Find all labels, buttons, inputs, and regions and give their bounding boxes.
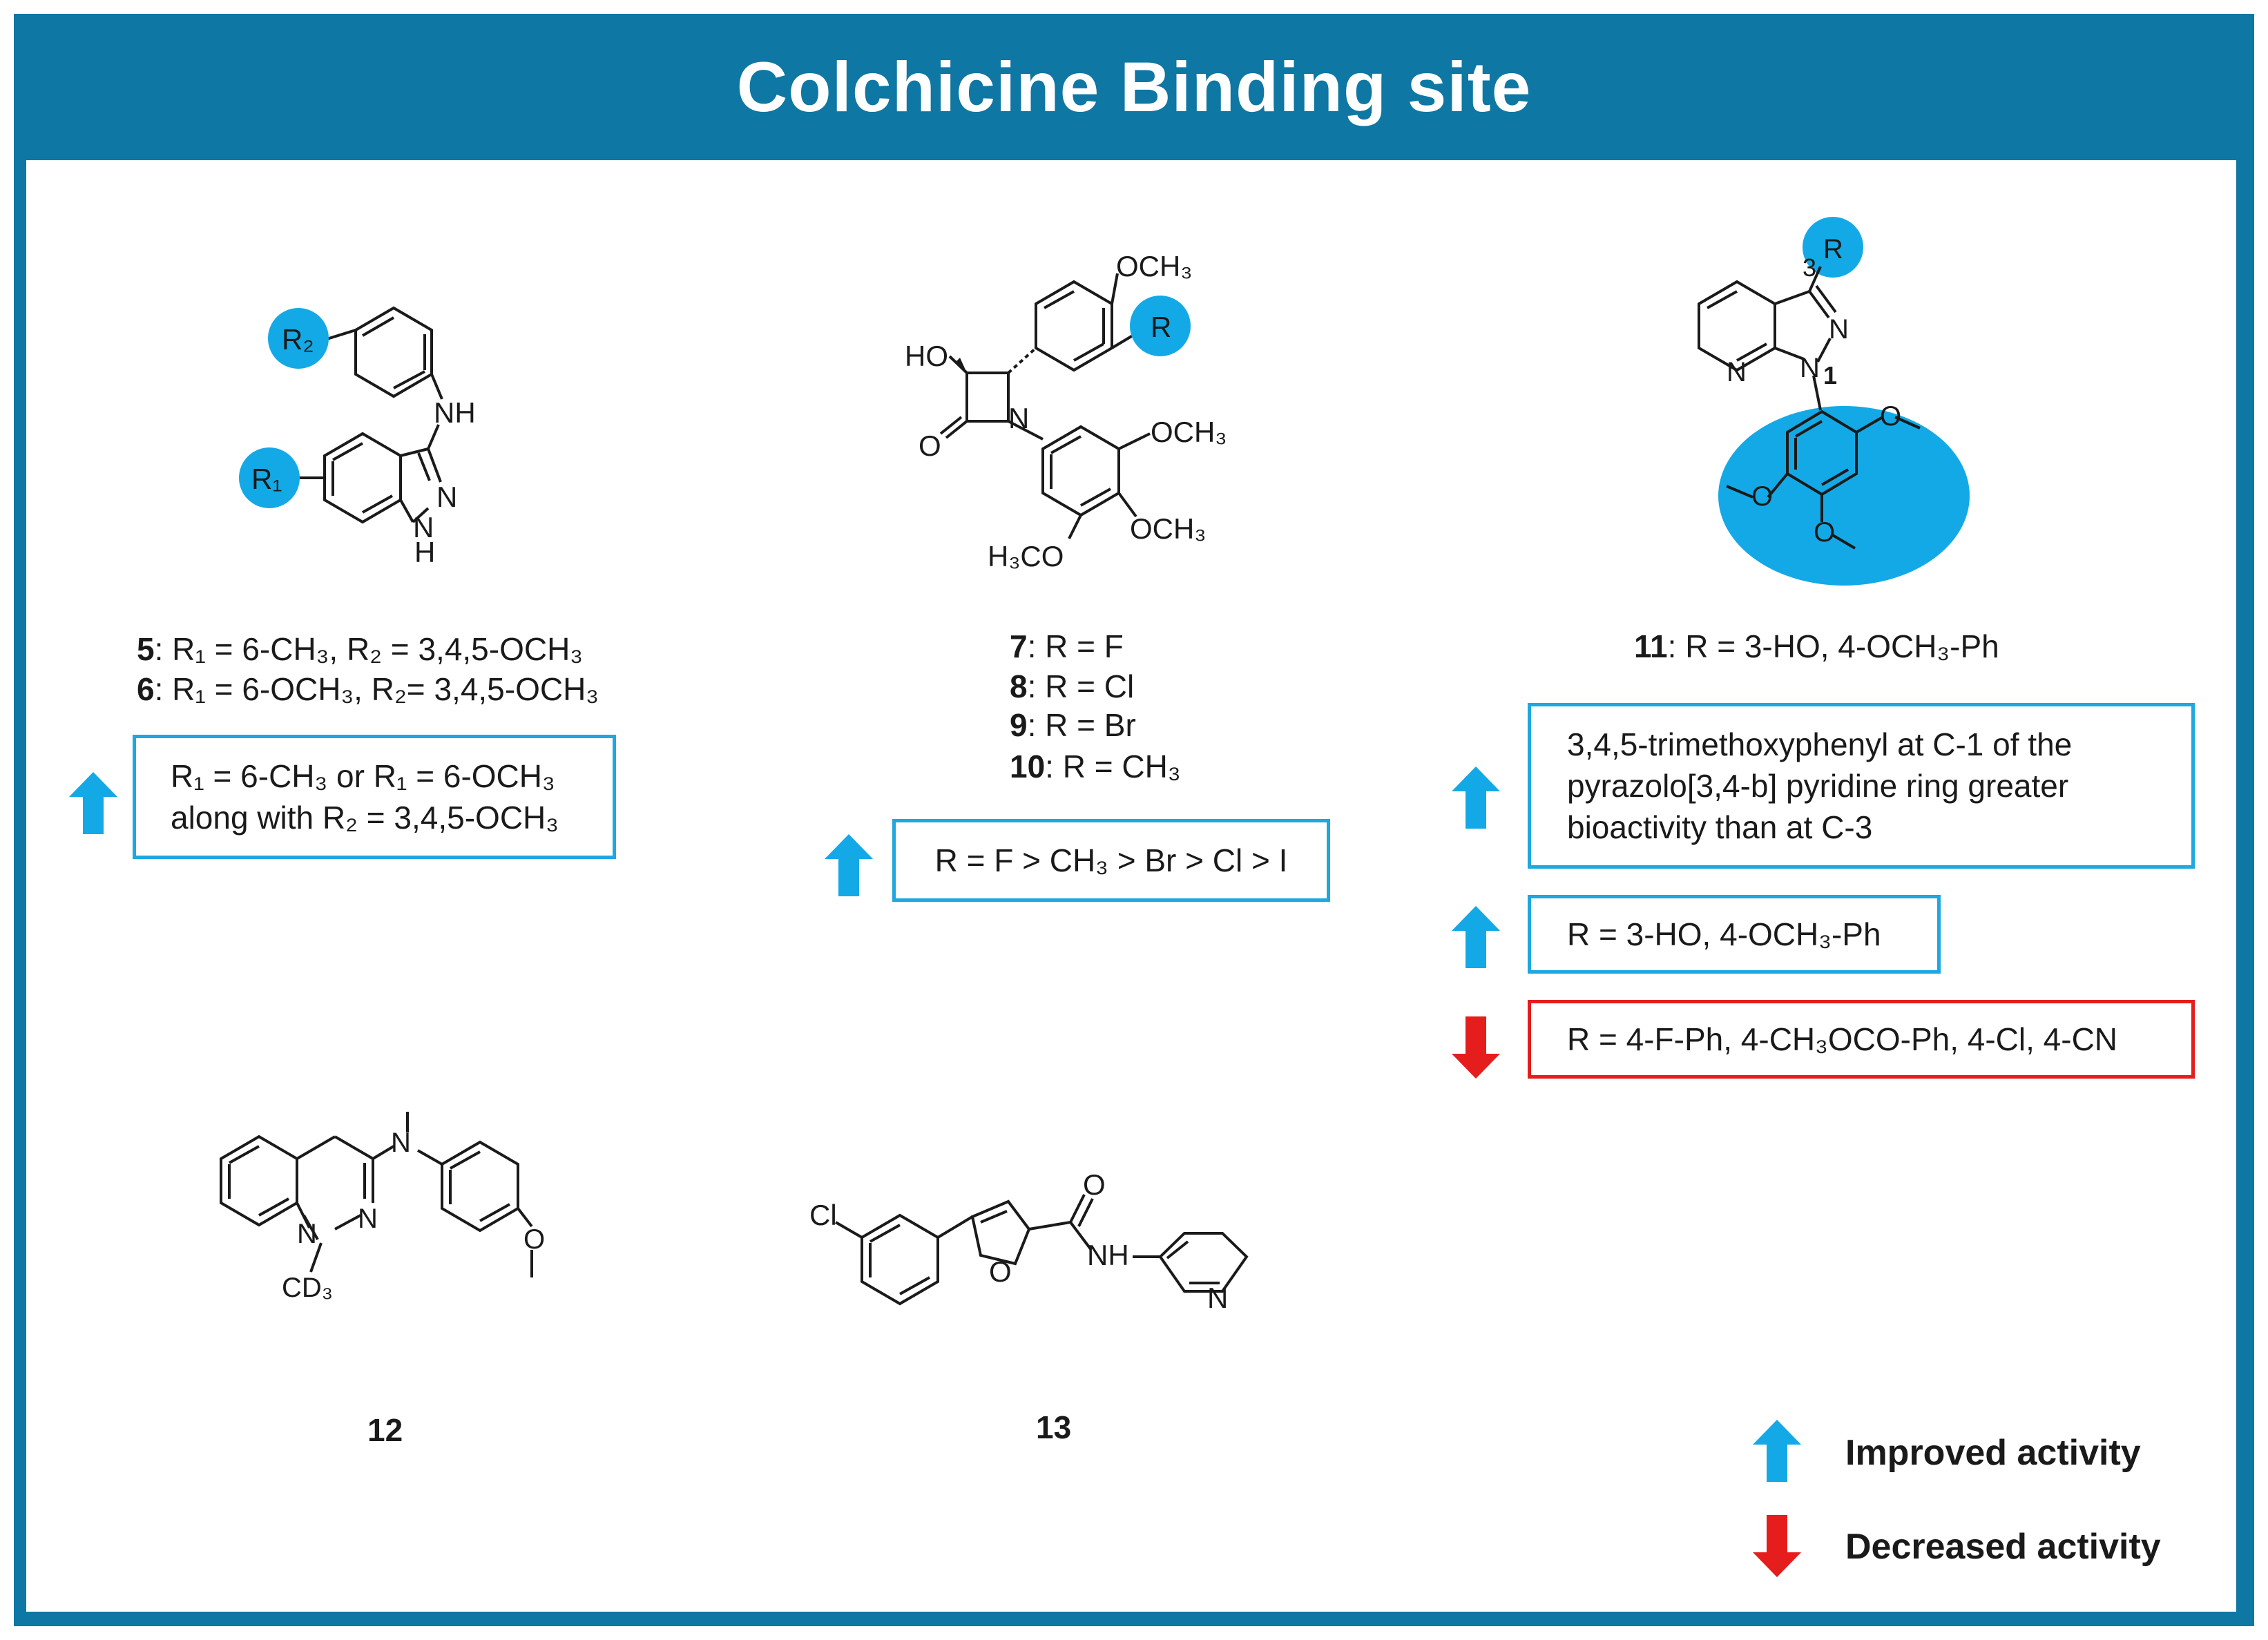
compound-number-9: 9 xyxy=(1010,707,1028,743)
compound-number-11: 11 xyxy=(1634,628,1668,664)
cd3-label: CD₃ xyxy=(282,1273,333,1303)
sar-box-compound-11-decreased: R = 4-F-Ph, 4-CH₃OCO-Ph, 4-Cl, 4-CN xyxy=(1528,1000,2195,1079)
compound-number-7: 7 xyxy=(1010,628,1028,664)
och3-top-label: OCH₃ xyxy=(1116,250,1192,282)
compound-number-10: 10 xyxy=(1010,749,1046,784)
ho-label: HO xyxy=(905,340,948,372)
compound-11-label: 11: R = 3-HO, 4-OCH₃-Ph xyxy=(1634,626,1999,667)
carbonyl-o-label: O xyxy=(919,430,941,462)
sar-box-compound-11-improved: R = 3-HO, 4-OCH₃-Ph xyxy=(1528,895,1941,974)
up-arrow-icon xyxy=(825,834,873,896)
nh-ring-n-label: N xyxy=(413,511,434,543)
och3-right-label: OCH₃ xyxy=(1151,416,1227,448)
compound-number-8: 8 xyxy=(1010,668,1028,704)
compound-8-text: : R = Cl xyxy=(1027,668,1135,704)
compound-11-text: : R = 3-HO, 4-OCH₃-Ph xyxy=(1667,628,1999,664)
legend-decreased-activity: Decreased activity xyxy=(1845,1527,2161,1567)
legend-up-arrow-icon xyxy=(1753,1420,1801,1482)
nh-ring-h-label: H xyxy=(414,536,435,568)
compound-7-structure: R OCH₃ HO O N OCH₃ OCH₃ H₃CO xyxy=(905,250,1227,572)
up-arrow-icon xyxy=(1452,906,1500,968)
up-arrow-icon xyxy=(1452,766,1500,829)
compound-6-label: 6: R₁ = 6-OCH₃, R₂= 3,4,5-OCH₃ xyxy=(137,668,599,710)
legend-improved-activity: Improved activity xyxy=(1845,1433,2141,1473)
sar-box-11-line-1: 3,4,5-trimethoxyphenyl at C-1 of the xyxy=(1567,726,2073,762)
sar-box-compound-7: R = F > CH₃ > Br > Cl > I xyxy=(892,819,1330,902)
page-title: Colchicine Binding site xyxy=(736,47,1532,126)
position-1-label: 1 xyxy=(1823,361,1837,389)
nh-label: NH xyxy=(434,396,476,429)
och3-mid-label: OCH₃ xyxy=(1130,512,1206,545)
methoxy-o-bottom: O xyxy=(1814,517,1835,548)
r2-label: R₂ xyxy=(282,323,314,356)
sar-box-11-line-2: pyrazolo[3,4-b] pyridine ring greater xyxy=(1567,768,2069,804)
n-label: N xyxy=(1008,402,1029,434)
sar-box-compound-5: R₁ = 6-CH₃ or R₁ = 6-OCH₃ along with R₂ … xyxy=(133,735,616,859)
amine-n-label: N xyxy=(391,1128,411,1158)
amide-nh-label: NH xyxy=(1087,1239,1129,1271)
compound-5-structure: R₂ R₁ NH N N H xyxy=(239,306,476,568)
r-label: R xyxy=(1151,311,1171,343)
n1-label: N xyxy=(1800,353,1820,383)
position-3-label: 3 xyxy=(1803,253,1816,282)
carbonyl-o-label: O xyxy=(1083,1174,1106,1201)
methoxy-o-left: O xyxy=(1751,481,1773,512)
chlorine-label: Cl xyxy=(809,1199,837,1231)
n-label: N xyxy=(436,481,457,513)
compound-11-structure: R 3 N N 1 N O O O xyxy=(1698,217,1970,586)
sar-box-compound-11-position: 3,4,5-trimethoxyphenyl at C-1 of the pyr… xyxy=(1528,703,2195,869)
quinazoline-n2-label: N xyxy=(358,1204,378,1234)
methoxy-o-right: O xyxy=(1880,401,1901,432)
compound-number-13: 13 xyxy=(1036,1409,1072,1445)
compound-8-label: 8: R = Cl xyxy=(1010,666,1134,707)
h3co-label: H₃CO xyxy=(988,540,1064,572)
up-arrow-icon xyxy=(69,772,117,834)
compound-number-6: 6 xyxy=(137,671,155,707)
n2-label: N xyxy=(1829,314,1849,345)
compound-7-text: : R = F xyxy=(1027,628,1124,664)
pyridine-n-label: N xyxy=(1207,1282,1228,1314)
content-panel xyxy=(26,160,2236,1612)
sar-box-11-line-3: bioactivity than at C-3 xyxy=(1567,809,1873,845)
compound-number-12: 12 xyxy=(367,1412,403,1448)
r-label: R xyxy=(1823,234,1843,264)
compound-7-label: 7: R = F xyxy=(1010,626,1124,667)
legend-down-arrow-icon xyxy=(1753,1515,1801,1577)
r1-label: R₁ xyxy=(251,463,282,495)
compound-13-structure: Cl O O NH N xyxy=(809,1174,1249,1314)
compound-number-5: 5 xyxy=(137,631,155,667)
methoxy-o-label: O xyxy=(523,1224,545,1255)
pyridine-n-label: N xyxy=(1727,357,1747,387)
compound-9-label: 9: R = Br xyxy=(1010,704,1136,746)
sar-box-5-line-1: R₁ = 6-CH₃ or R₁ = 6-OCH₃ xyxy=(171,758,555,794)
compound-12-structure: N N N CD₃ O xyxy=(220,1112,545,1303)
quinazoline-n1-label: N xyxy=(297,1219,317,1249)
down-arrow-icon xyxy=(1452,1016,1500,1079)
compound-9-text: : R = Br xyxy=(1027,707,1136,743)
compound-10-text: : R = CH₃ xyxy=(1045,749,1181,784)
compound-6-text: : R₁ = 6-OCH₃, R₂= 3,4,5-OCH₃ xyxy=(154,671,599,707)
compound-10-label: 10: R = CH₃ xyxy=(1010,746,1181,787)
compound-5-text: : R₁ = 6-CH₃, R₂ = 3,4,5-OCH₃ xyxy=(154,631,584,667)
sar-box-5-line-2: along with R₂ = 3,4,5-OCH₃ xyxy=(171,800,559,836)
compound-5-label: 5: R₁ = 6-CH₃, R₂ = 3,4,5-OCH₃ xyxy=(137,628,583,670)
furan-o-label: O xyxy=(989,1255,1012,1288)
